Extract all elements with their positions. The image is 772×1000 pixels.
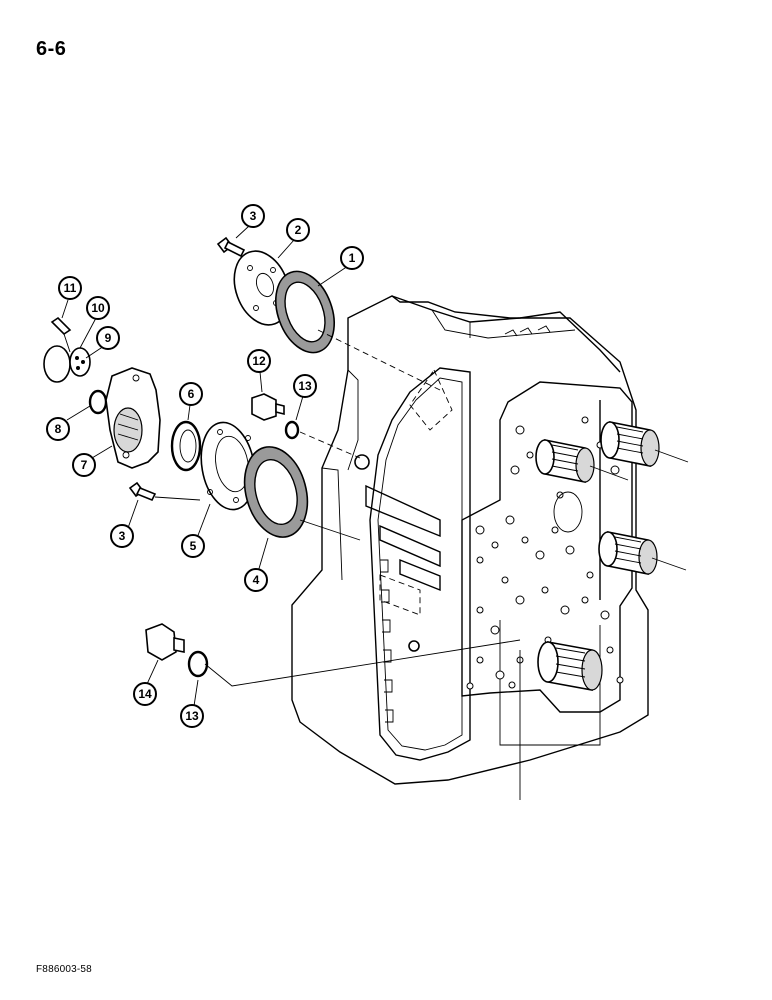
callout-7: 7 xyxy=(72,453,96,477)
flange-yoke xyxy=(105,367,161,469)
bolt-small xyxy=(50,316,72,336)
svg-text:9: 9 xyxy=(105,331,112,345)
svg-text:3: 3 xyxy=(119,529,126,543)
svg-text:1: 1 xyxy=(349,251,356,265)
assembly-lines xyxy=(63,329,521,687)
callout-10: 10 xyxy=(86,296,110,320)
callout-leaders xyxy=(61,225,349,707)
oring-flange xyxy=(88,389,108,415)
callout-3-upper: 3 xyxy=(241,204,265,228)
washer-plate xyxy=(43,345,71,383)
callout-6: 6 xyxy=(179,382,203,406)
output-shaft-upper-right xyxy=(600,421,660,467)
svg-text:14: 14 xyxy=(138,687,152,701)
svg-text:7: 7 xyxy=(81,458,88,472)
oil-seal xyxy=(170,420,202,472)
callout-12: 12 xyxy=(247,349,271,373)
svg-text:11: 11 xyxy=(64,281,77,295)
callout-9: 9 xyxy=(96,326,120,350)
svg-text:12: 12 xyxy=(252,354,266,368)
callout-8: 8 xyxy=(46,417,70,441)
callout-11: 11 xyxy=(58,276,82,300)
plug-upper xyxy=(251,393,285,421)
callout-2: 2 xyxy=(286,218,310,242)
gasket-lower xyxy=(243,446,309,538)
callout-13-lower: 13 xyxy=(180,704,204,728)
bolt-upper xyxy=(216,236,246,258)
svg-text:10: 10 xyxy=(91,301,105,315)
svg-text:3: 3 xyxy=(250,209,257,223)
callout-4: 4 xyxy=(244,568,268,592)
output-shaft-upper-left xyxy=(535,439,595,483)
callout-1: 1 xyxy=(340,246,364,270)
svg-text:5: 5 xyxy=(190,539,197,553)
svg-text:4: 4 xyxy=(253,573,260,587)
bolt-lower xyxy=(128,481,157,502)
svg-text:13: 13 xyxy=(185,709,199,723)
callout-5: 5 xyxy=(181,534,205,558)
svg-text:2: 2 xyxy=(295,223,302,237)
oring-plug-upper xyxy=(284,420,300,440)
svg-text:13: 13 xyxy=(298,379,312,393)
plug-lower xyxy=(145,623,185,661)
callout-3-lower: 3 xyxy=(110,524,134,548)
callout-14: 14 xyxy=(133,682,157,706)
svg-text:8: 8 xyxy=(55,422,62,436)
gasket-upper xyxy=(275,270,335,354)
oring-plug-lower xyxy=(187,650,209,678)
svg-text:6: 6 xyxy=(188,387,195,401)
output-shaft-middle xyxy=(598,531,658,575)
figure-id: F886003-58 xyxy=(36,964,92,975)
transmission-housing xyxy=(291,295,689,800)
retainer-cap xyxy=(69,347,91,377)
output-shaft-lower xyxy=(537,641,603,691)
callout-13-upper: 13 xyxy=(293,374,317,398)
page-number: 6-6 xyxy=(36,38,67,60)
